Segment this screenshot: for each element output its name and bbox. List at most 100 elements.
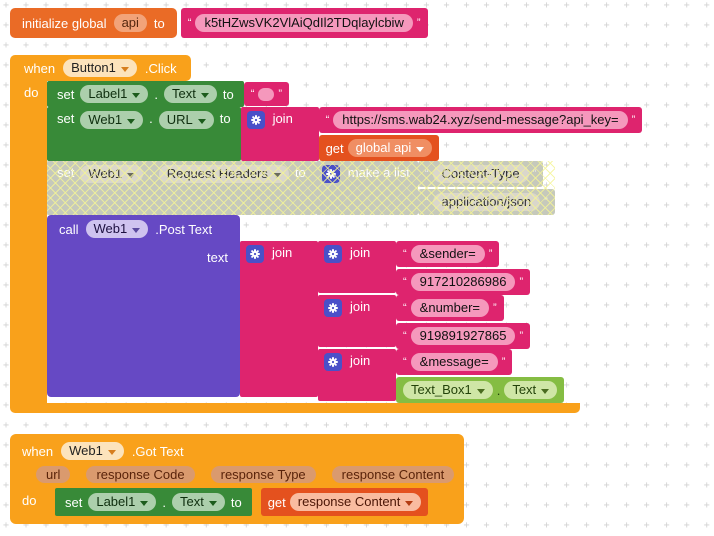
component-name: Label1: [96, 494, 136, 509]
join-block[interactable]: join: [318, 241, 396, 293]
api-key-value[interactable]: k5tHZwsVK2VlAiQdIl2TDqlaylcbiw: [195, 14, 413, 32]
text-param-label: text: [207, 250, 228, 265]
component-dropdown-web1[interactable]: Web1: [80, 111, 144, 129]
join-block[interactable]: join: [318, 349, 396, 401]
set-web1-request-headers-block[interactable]: set Web1 . Request Headers to: [47, 161, 316, 215]
header-item-value[interactable]: application/json: [432, 193, 541, 211]
component-dropdown-web1[interactable]: Web1: [61, 442, 124, 460]
make-a-list-block-group: make a list “ Content-Type ” “ applicati…: [315, 161, 555, 215]
textbox1-text-getter-block[interactable]: Text_Box1 . Text: [396, 377, 565, 403]
component-dropdown-label1[interactable]: Label1: [88, 493, 157, 511]
mutator-gear-icon[interactable]: [324, 353, 342, 371]
component-dropdown-label1[interactable]: Label1: [80, 85, 149, 103]
when-button1-click-block[interactable]: when Button1 .Click do set Label1: [10, 55, 643, 413]
do-spine: do: [10, 81, 47, 403]
component-dropdown-button1[interactable]: Button1: [63, 59, 137, 77]
initialize-global-block[interactable]: initialize global api to: [10, 8, 177, 38]
message-key-text-block[interactable]: “ &message= ”: [396, 349, 513, 375]
join-block[interactable]: join: [240, 107, 319, 161]
when-label: when: [22, 443, 54, 459]
event-header[interactable]: when Button1 .Click: [10, 55, 191, 81]
mutator-gear-icon[interactable]: [324, 299, 342, 317]
close-quote: ”: [488, 247, 493, 260]
variable-dropdown-response-content[interactable]: response Content: [289, 493, 422, 511]
mutator-gear-icon[interactable]: [246, 245, 264, 263]
dot-label: .: [154, 86, 159, 102]
url-text-value[interactable]: https://sms.wab24.xyz/send-message?api_k…: [333, 111, 628, 129]
dropdown-icon: [541, 388, 550, 394]
sender-key-text-block[interactable]: “ &sender= ”: [396, 241, 500, 267]
content-type-text-block[interactable]: “ Content-Type ”: [417, 161, 544, 187]
property-name: Text: [180, 494, 204, 509]
variable-dropdown-global-api[interactable]: global api: [347, 139, 433, 157]
call-label: call: [59, 221, 79, 237]
to-label: to: [230, 494, 242, 510]
when-web1-got-text-block[interactable]: when Web1 .Got Text url response Code re…: [10, 434, 465, 524]
property-name: Text: [512, 382, 537, 397]
property-dropdown-request-headers[interactable]: Request Headers: [158, 165, 289, 183]
header-item-value[interactable]: Content-Type: [432, 165, 529, 183]
empty-string-block[interactable]: “ ”: [243, 82, 290, 106]
component-dropdown-web1[interactable]: Web1: [80, 165, 144, 183]
component-dropdown-textbox1[interactable]: Text_Box1: [403, 381, 493, 399]
get-response-content-block[interactable]: get response Content: [260, 488, 429, 516]
close-quote: ”: [544, 195, 548, 208]
text-value[interactable]: &sender=: [410, 245, 485, 263]
initialize-global-api-block[interactable]: initialize global api to “ k5tHZwsVK2VlA…: [10, 8, 428, 38]
text-value[interactable]: 917210286986: [410, 273, 516, 291]
text-value[interactable]: &message=: [410, 353, 498, 371]
open-quote: “: [325, 113, 330, 126]
number-key-text-block[interactable]: “ &number= ”: [396, 295, 504, 321]
close-quote: ”: [416, 16, 421, 29]
mutator-gear-icon[interactable]: [324, 245, 342, 263]
dot-label: .: [149, 111, 153, 126]
text-value[interactable]: 919891927865: [410, 327, 516, 345]
component-dropdown-web1[interactable]: Web1: [85, 220, 149, 238]
initialize-global-label: initialize global: [22, 15, 107, 31]
outer-join-block[interactable]: join: [240, 241, 318, 397]
property-dropdown-text[interactable]: Text: [164, 85, 217, 103]
set-label: set: [57, 86, 75, 102]
empty-string-chip[interactable]: [258, 87, 275, 101]
close-quote: ”: [493, 301, 497, 314]
param-chip-response-content[interactable]: response Content: [331, 466, 455, 483]
event-name: .Got Text: [131, 443, 184, 459]
open-quote: “: [424, 195, 429, 208]
close-quote: ”: [532, 167, 537, 180]
get-global-api-block[interactable]: get global api: [318, 135, 440, 161]
component-name: Label1: [88, 86, 128, 101]
set-web1-url-row: set Web1 . URL to: [47, 107, 643, 161]
dropdown-icon: [107, 449, 116, 455]
open-quote: “: [403, 355, 407, 368]
set-label1-text-block[interactable]: set Label1 . Text to: [47, 81, 244, 107]
join-block[interactable]: join: [318, 295, 396, 347]
set-request-headers-row-disabled: set Web1 . Request Headers to: [47, 161, 555, 215]
set-web1-url-block[interactable]: set Web1 . URL to: [47, 107, 241, 161]
property-name: Request Headers: [166, 166, 268, 181]
number-value-text-block[interactable]: “ 919891927865 ”: [396, 323, 531, 349]
event-name: .Click: [144, 60, 177, 76]
param-chip-response-type[interactable]: response Type: [210, 466, 316, 483]
text-value[interactable]: &number=: [410, 299, 490, 317]
component-name: Web1: [93, 221, 128, 236]
make-a-list-block[interactable]: make a list: [315, 161, 418, 215]
sender-number-text-block[interactable]: “ 917210286986 ”: [396, 269, 531, 295]
variable-name-chip[interactable]: api: [113, 14, 147, 32]
application-json-text-block[interactable]: “ application/json ”: [417, 189, 555, 215]
api-key-text-block[interactable]: “ k5tHZwsVK2VlAiQdIl2TDqlaylcbiw ”: [180, 8, 428, 38]
call-web1-post-text-block[interactable]: call Web1 .Post Text text: [47, 215, 240, 397]
param-chip-url[interactable]: url: [36, 466, 71, 483]
url-text-block[interactable]: “ https://sms.wab24.xyz/send-message?api…: [318, 107, 643, 133]
join-label: join: [272, 245, 293, 260]
mutator-gear-icon[interactable]: [321, 165, 340, 183]
open-quote: “: [250, 87, 255, 100]
property-dropdown-text[interactable]: Text: [172, 493, 225, 511]
method-name: .Post Text: [155, 221, 213, 237]
close-quote: ”: [519, 329, 524, 342]
property-dropdown-url[interactable]: URL: [158, 111, 214, 129]
dropdown-icon: [416, 146, 425, 152]
set-label1-text-block[interactable]: set Label1 . Text to: [55, 488, 252, 516]
param-chip-response-code[interactable]: response Code: [86, 466, 195, 483]
property-dropdown-text[interactable]: Text: [504, 381, 558, 399]
mutator-gear-icon[interactable]: [246, 111, 265, 129]
